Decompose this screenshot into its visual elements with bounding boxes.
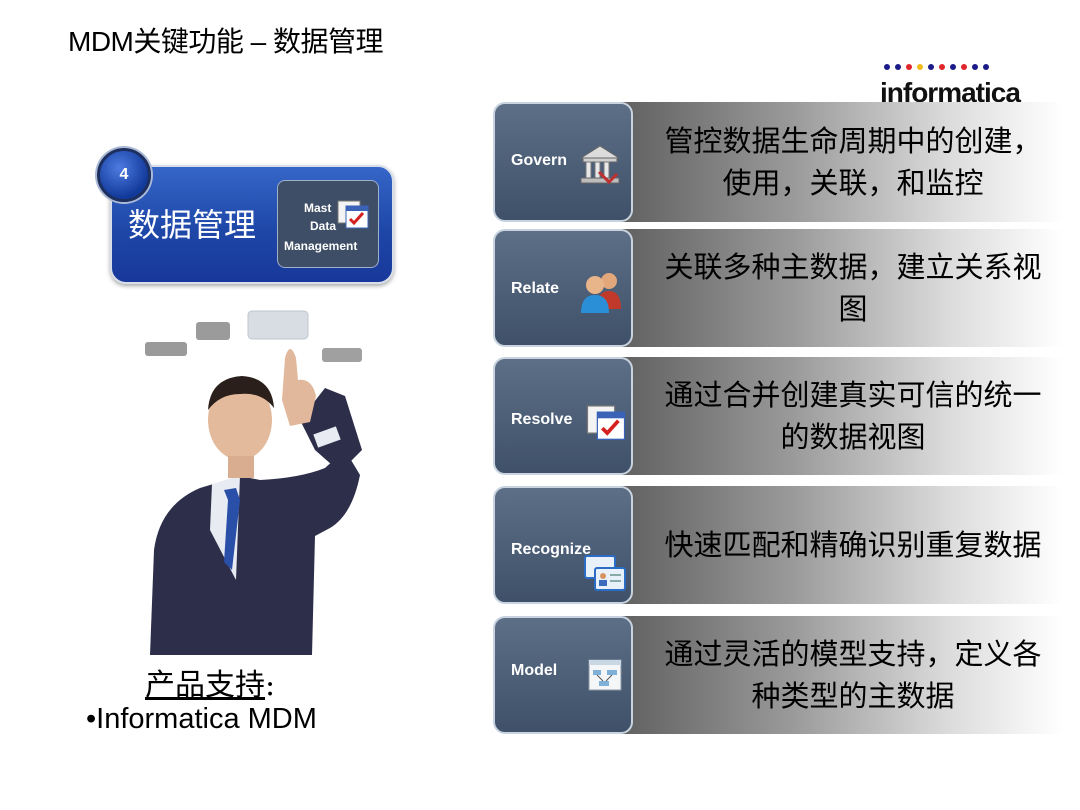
feature-label: Resolve	[511, 411, 573, 428]
feature-description-bar	[613, 616, 1063, 734]
feature-row-relate: Relate 关联多种主数据，建立关系视图	[493, 229, 1063, 347]
feature-label: Recognize	[511, 541, 592, 558]
product-item: •Informatica MDM	[86, 703, 317, 735]
feature-description: 管控数据生命周期中的创建，使用，关联，和监控	[664, 124, 1042, 200]
users-icon	[577, 269, 627, 318]
businessman-pointing-illustration	[145, 310, 362, 655]
mdm-icon-line1: Mast	[304, 201, 332, 215]
logo-dot	[906, 64, 912, 70]
feature-row-resolve: Resolve 通过合并创建真实可信的统一的数据视图	[493, 357, 1063, 475]
contact-cards-icon	[583, 554, 627, 599]
feature-description: 快速匹配和精确识别重复数据	[664, 528, 1042, 562]
product-support-label: 产品支持:	[145, 660, 275, 704]
bank-building-icon	[577, 142, 623, 193]
floating-button	[322, 348, 362, 362]
logo-dot	[884, 64, 890, 70]
logo-dot	[972, 64, 978, 70]
feature-row-model: Model 通过灵活的模型支持，定义各种类型的主数据	[493, 616, 1063, 734]
logo-dot	[895, 64, 901, 70]
feature-row-govern: Govern 管控数据生命周期中的创建，使用，关联，和监控	[493, 102, 1063, 222]
logo-dot	[950, 64, 956, 70]
logo-dot	[917, 64, 923, 70]
feature-description-bar	[613, 102, 1063, 222]
logo-dot	[961, 64, 967, 70]
floating-button	[145, 342, 187, 356]
logo-dot	[983, 64, 989, 70]
feature-label-box: Model	[493, 616, 633, 734]
feature-description-bar	[613, 229, 1063, 347]
feature-label: Govern	[511, 152, 568, 169]
badge-title: 数据管理	[128, 206, 257, 244]
feature-label-box: Recognize	[493, 486, 633, 604]
feature-row-recognize: Recognize 快速匹配和精确识别重复数据	[493, 486, 1063, 604]
product-support-text: 产品支持	[145, 668, 265, 703]
feature-label-box: Govern	[493, 102, 633, 222]
feature-label-box: Relate	[493, 229, 633, 347]
master-data-management-icon: Mast Data Management	[277, 180, 379, 268]
logo-dot	[939, 64, 945, 70]
feature-description-bar	[613, 486, 1063, 604]
mdm-icon-line3: Management	[284, 239, 358, 253]
highlighted-floating-button	[247, 310, 309, 340]
feature-description-bar	[613, 357, 1063, 475]
feature-description: 通过合并创建真实可信的统一的数据视图	[664, 378, 1042, 454]
step-number-badge: 4	[97, 148, 151, 202]
caption-colon: :	[265, 668, 276, 703]
floating-button	[196, 322, 230, 340]
calendar-check-icon	[337, 200, 369, 229]
feature-label: Relate	[511, 280, 560, 297]
calendar-check-icon	[585, 401, 627, 448]
feature-label: Model	[511, 662, 558, 679]
page-title: MDM关键功能 – 数据管理	[68, 26, 384, 57]
feature-description: 通过灵活的模型支持，定义各种类型的主数据	[664, 637, 1042, 713]
mdm-icon-line2: Data	[310, 219, 337, 233]
feature-description: 关联多种主数据，建立关系视图	[664, 250, 1042, 326]
logo-dot	[928, 64, 934, 70]
logo-dots	[884, 63, 1040, 71]
data-model-icon	[587, 658, 623, 697]
feature-label-box: Resolve	[493, 357, 633, 475]
